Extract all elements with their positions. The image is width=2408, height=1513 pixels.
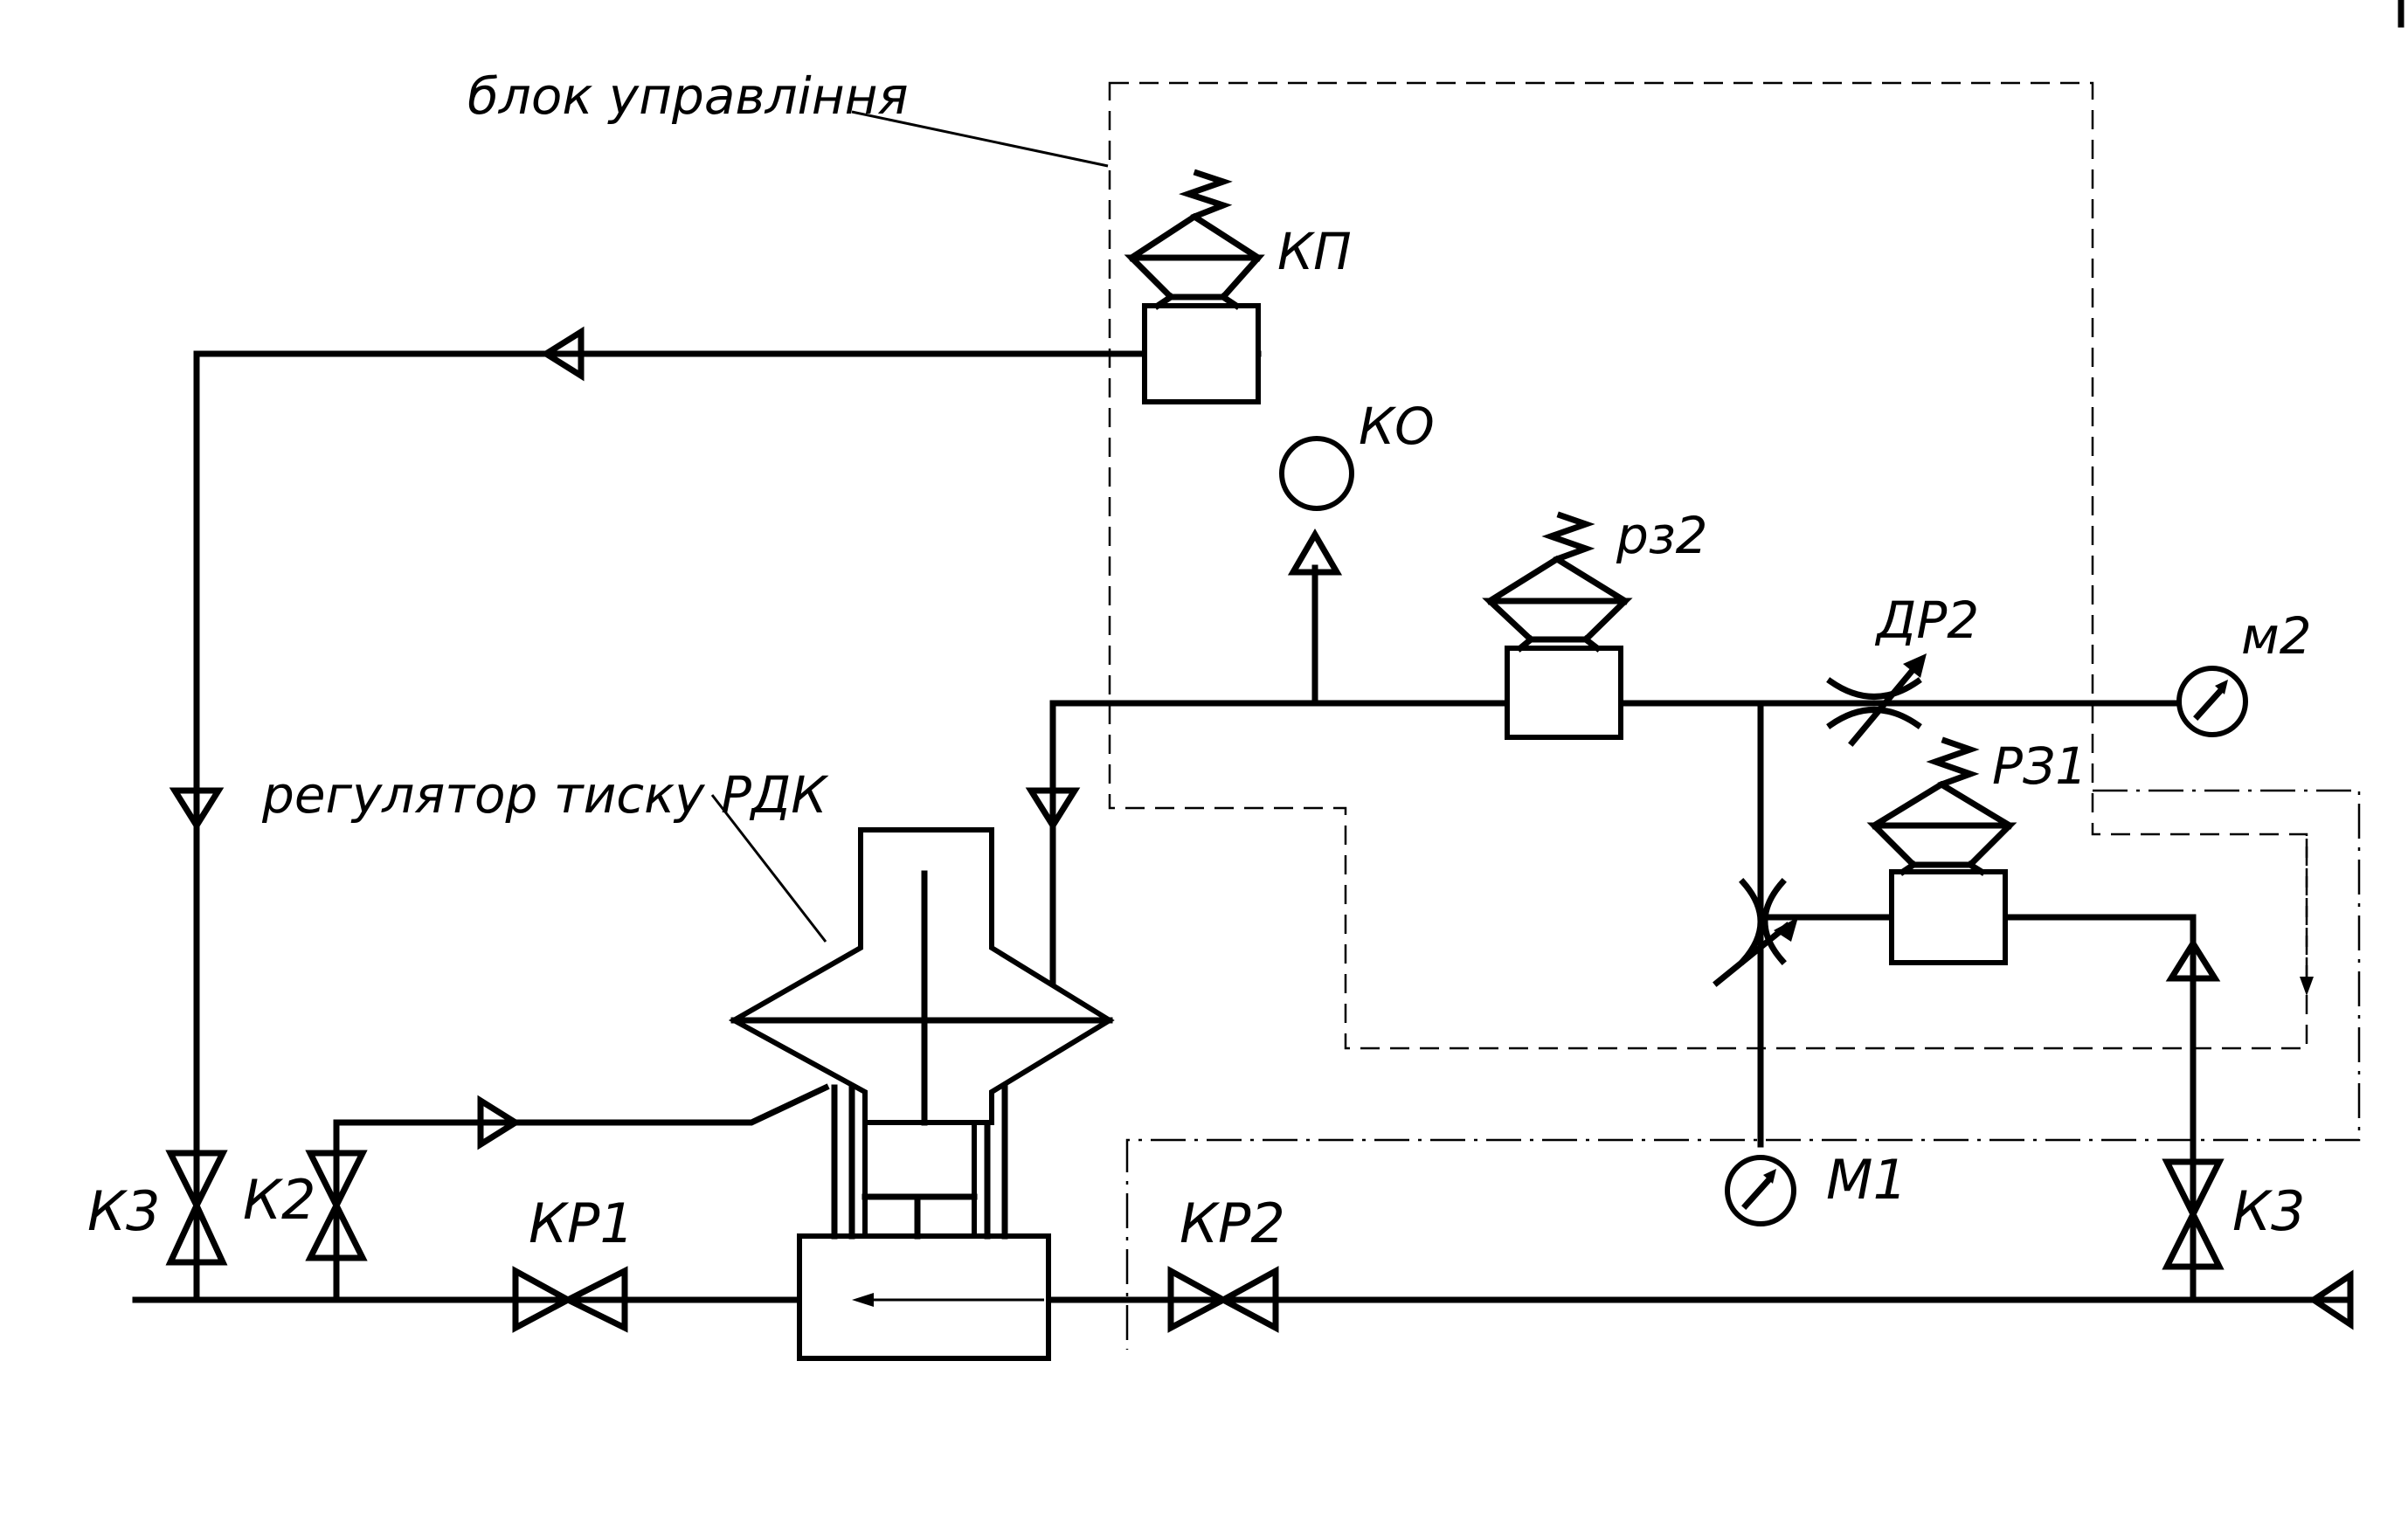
flow-arrow-top bbox=[540, 326, 585, 382]
label-pressure-regulator: регулятор тиску РДК bbox=[261, 765, 829, 825]
label-kr1: КР1 bbox=[529, 1192, 634, 1255]
label-m2: м2 bbox=[2241, 606, 2312, 666]
control-block-leader bbox=[851, 110, 1109, 168]
kp-return-line bbox=[193, 350, 1262, 1303]
dashed-arrow-head bbox=[2300, 977, 2314, 996]
flow-arrow-left-col bbox=[169, 787, 225, 832]
ko-arrow bbox=[1287, 529, 1343, 576]
kr1-valve bbox=[512, 1266, 628, 1333]
label-rz2: рз2 bbox=[1616, 506, 1708, 565]
ko-gauge bbox=[1279, 436, 1354, 511]
rz1-line bbox=[1757, 914, 2197, 1303]
flow-arrow-right-col bbox=[2165, 937, 2221, 982]
kr2-valve bbox=[1167, 1266, 1279, 1333]
m2-gauge bbox=[2176, 666, 2248, 737]
label-kp: КП bbox=[1277, 222, 1352, 281]
flow-arrow-k2 bbox=[477, 1095, 522, 1150]
control-block-boundary bbox=[1108, 81, 2308, 1050]
k3-right-valve bbox=[2162, 1158, 2225, 1270]
label-ko: КО bbox=[1359, 397, 1435, 456]
inlet-arrow bbox=[2308, 1269, 2354, 1330]
label-kr2: КР2 bbox=[1180, 1192, 1285, 1255]
k2-valve bbox=[305, 1150, 368, 1261]
label-k2: К2 bbox=[243, 1168, 315, 1232]
regulator-leader bbox=[710, 794, 827, 943]
rz1-valve bbox=[1866, 736, 2017, 965]
label-k3-right: К3 bbox=[2232, 1179, 2305, 1243]
k3-left-valve bbox=[165, 1150, 228, 1266]
label-k3-left: К3 bbox=[87, 1179, 160, 1243]
label-m1: М1 bbox=[1826, 1148, 1907, 1212]
dashdot-boundary bbox=[1125, 789, 2361, 1350]
label-control-block: блок управління bbox=[467, 66, 909, 126]
dr1-throttle bbox=[1713, 878, 1798, 987]
rz2-valve bbox=[1482, 511, 1633, 740]
kp-valve bbox=[1124, 169, 1265, 404]
control-line-upper bbox=[1049, 700, 2188, 991]
dr2-throttle bbox=[1826, 653, 1927, 747]
m1-gauge bbox=[1725, 1155, 1796, 1226]
flow-arrow-to-regulator bbox=[1025, 787, 1081, 832]
pressure-regulator-rdk bbox=[728, 827, 1115, 1361]
label-rz1: РЗ1 bbox=[1992, 736, 2087, 796]
label-dr2: ДР2 bbox=[1874, 591, 1979, 650]
